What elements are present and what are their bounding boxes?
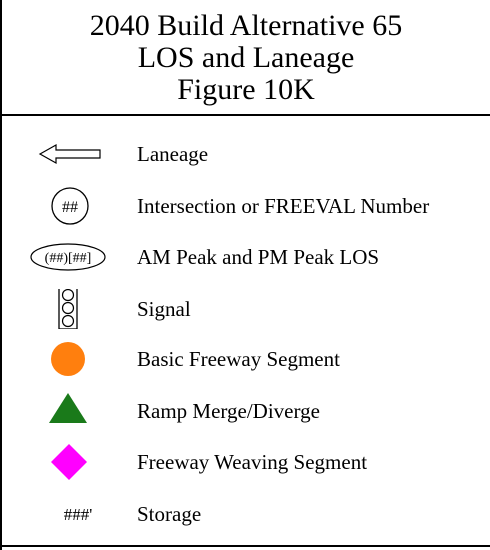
legend-label-los: AM Peak and PM Peak LOS	[137, 245, 380, 269]
legend-label-laneage: Laneage	[137, 142, 209, 166]
title-block: 2040 Build Alternative 65 LOS and Laneag…	[2, 0, 490, 116]
oval-los-text: (##)[##]	[45, 251, 92, 266]
legend-label-signal: Signal	[137, 297, 191, 321]
legend-label-storage: Storage	[137, 502, 202, 526]
title-line-2: LOS and Laneage	[137, 41, 355, 74]
orange-circle-icon	[20, 339, 120, 379]
legend-row-laneage: Laneage	[2, 134, 490, 174]
storage-text-icon: ###'	[20, 494, 120, 534]
legend-label-basic-freeway: Basic Freeway Segment	[137, 347, 340, 371]
traffic-signal-icon	[20, 289, 120, 329]
legend-row-ramp: Ramp Merge/Diverge	[2, 391, 490, 431]
legend-row-intersection: ## Intersection or FREEVAL Number	[2, 186, 490, 226]
legend-row-weaving: Freeway Weaving Segment	[2, 442, 490, 482]
legend-row-los: (##)[##] AM Peak and PM Peak LOS	[2, 237, 490, 277]
circle-number-text: ##	[62, 199, 78, 216]
bottom-rule	[2, 545, 490, 547]
legend-row-basic-freeway: Basic Freeway Segment	[2, 339, 490, 379]
title-line-3: Figure 10K	[177, 73, 315, 106]
legend-row-signal: Signal	[2, 289, 490, 329]
magenta-diamond-icon	[20, 442, 120, 482]
legend-label-intersection: Intersection or FREEVAL Number	[137, 194, 430, 218]
green-triangle-icon	[20, 391, 120, 431]
legend-label-ramp: Ramp Merge/Diverge	[137, 399, 320, 423]
legend-row-storage: ###' Storage	[2, 494, 490, 534]
frame-left-border	[0, 0, 2, 550]
title-line-1: 2040 Build Alternative 65	[89, 9, 403, 42]
storage-symbol-text: ###'	[64, 505, 93, 524]
oval-los-icon: (##)[##]	[20, 237, 120, 277]
legend-label-weaving: Freeway Weaving Segment	[137, 450, 368, 474]
left-arrow-icon	[20, 134, 120, 174]
circle-number-icon: ##	[20, 186, 120, 226]
